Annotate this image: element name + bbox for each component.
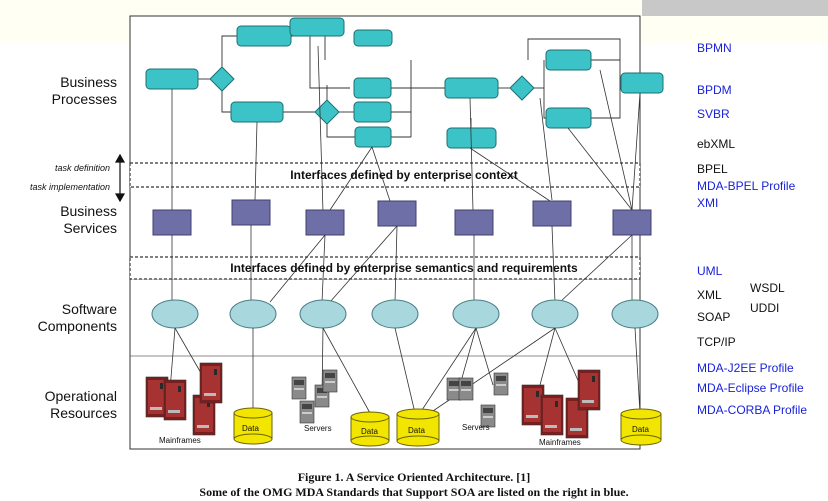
component-ellipse xyxy=(371,299,419,329)
standard-uddi: UDDI xyxy=(750,301,779,315)
standard-xml: XML xyxy=(697,288,722,302)
process-box xyxy=(545,49,592,71)
service-box xyxy=(231,199,271,226)
decision-diamond xyxy=(314,99,340,125)
caption-line-2: Some of the OMG MDA Standards that Suppo… xyxy=(199,485,629,499)
data-cylinder xyxy=(620,408,662,446)
layer-label-software-components-line2: Components xyxy=(38,318,117,334)
service-to-component-links xyxy=(171,225,633,303)
mainframes-label-right: Mainframes xyxy=(539,438,581,447)
layer-label-business-processes-line1: Business xyxy=(60,74,117,90)
standard-mda-corba: MDA-CORBA Profile xyxy=(697,403,807,417)
interface-band-context xyxy=(129,162,641,188)
data-label: Data xyxy=(361,427,378,436)
layer-label-business-services-line1: Business xyxy=(60,203,117,219)
standard-bpmn: BPMN xyxy=(697,41,732,55)
data-cylinder xyxy=(233,407,273,445)
standard-soap: SOAP xyxy=(697,310,730,324)
layer-label-operational-resources-line1: Operational xyxy=(45,388,117,404)
process-box xyxy=(353,77,392,99)
process-box xyxy=(354,126,392,148)
standard-uml: UML xyxy=(697,264,723,278)
process-box xyxy=(289,17,345,37)
component-ellipse xyxy=(611,299,659,329)
component-ellipse xyxy=(229,299,277,329)
interface-band-semantics xyxy=(129,256,641,280)
task-definition-label: task definition xyxy=(55,163,110,173)
component-ellipse xyxy=(452,299,500,329)
component-ellipse xyxy=(531,299,579,329)
software-component-ellipses xyxy=(151,299,659,329)
process-box xyxy=(353,101,392,123)
process-box xyxy=(230,101,284,123)
data-cylinders xyxy=(233,407,662,447)
standard-tcpip: TCP/IP xyxy=(697,335,736,349)
caption-line-1: Figure 1. A Service Oriented Architectur… xyxy=(297,470,531,484)
data-cylinder xyxy=(350,411,390,447)
standard-bpdm: BPDM xyxy=(697,83,732,97)
layer-label-business-services-line2: Services xyxy=(63,220,117,236)
service-box xyxy=(305,209,345,236)
service-box xyxy=(454,209,494,236)
service-box xyxy=(152,209,192,236)
service-box xyxy=(532,200,572,227)
process-box xyxy=(545,107,592,129)
data-label: Data xyxy=(408,426,425,435)
service-box xyxy=(612,209,652,236)
interface-context-label: Interfaces defined by enterprise context xyxy=(290,168,517,182)
mainframes-label-left: Mainframes xyxy=(159,436,201,445)
process-box xyxy=(444,77,499,99)
standard-bpel: BPEL xyxy=(697,162,728,176)
standard-svbr: SVBR xyxy=(697,107,730,121)
process-decision-diamonds xyxy=(209,66,535,125)
process-box xyxy=(145,68,199,90)
component-ellipse xyxy=(151,299,199,329)
layer-label-software-components-line1: Software xyxy=(62,301,117,317)
layer-label-business-processes-line2: Processes xyxy=(52,91,117,107)
component-ellipse xyxy=(299,299,347,329)
standard-wsdl: WSDL xyxy=(750,281,785,295)
business-process-boxes xyxy=(145,17,664,149)
process-box xyxy=(236,25,292,47)
background-top-right-band xyxy=(642,0,828,16)
decision-diamond xyxy=(209,66,235,92)
data-label: Data xyxy=(632,425,649,434)
data-cylinder xyxy=(396,408,440,447)
task-implementation-label: task implementation xyxy=(30,182,110,192)
standard-xmi: XMI xyxy=(697,196,718,210)
task-arrow-icon xyxy=(114,153,126,203)
interface-semantics-label: Interfaces defined by enterprise semanti… xyxy=(230,261,578,275)
standard-mda-eclipse: MDA-Eclipse Profile xyxy=(697,381,804,395)
service-box xyxy=(377,200,417,227)
servers-label-middle: Servers xyxy=(462,423,490,432)
standard-mda-bpel: MDA-BPEL Profile xyxy=(697,179,796,193)
component-to-resource-links xyxy=(169,327,641,414)
layer-label-operational-resources-line2: Resources xyxy=(50,405,117,421)
business-service-boxes xyxy=(152,199,652,236)
process-box xyxy=(353,29,393,47)
data-label: Data xyxy=(242,424,259,433)
standard-ebxml: ebXML xyxy=(697,137,735,151)
process-to-service-links xyxy=(171,45,641,213)
standard-mda-j2ee: MDA-J2EE Profile xyxy=(697,361,794,375)
decision-diamond xyxy=(509,75,535,101)
servers-label-left: Servers xyxy=(304,424,332,433)
process-box xyxy=(620,72,664,94)
